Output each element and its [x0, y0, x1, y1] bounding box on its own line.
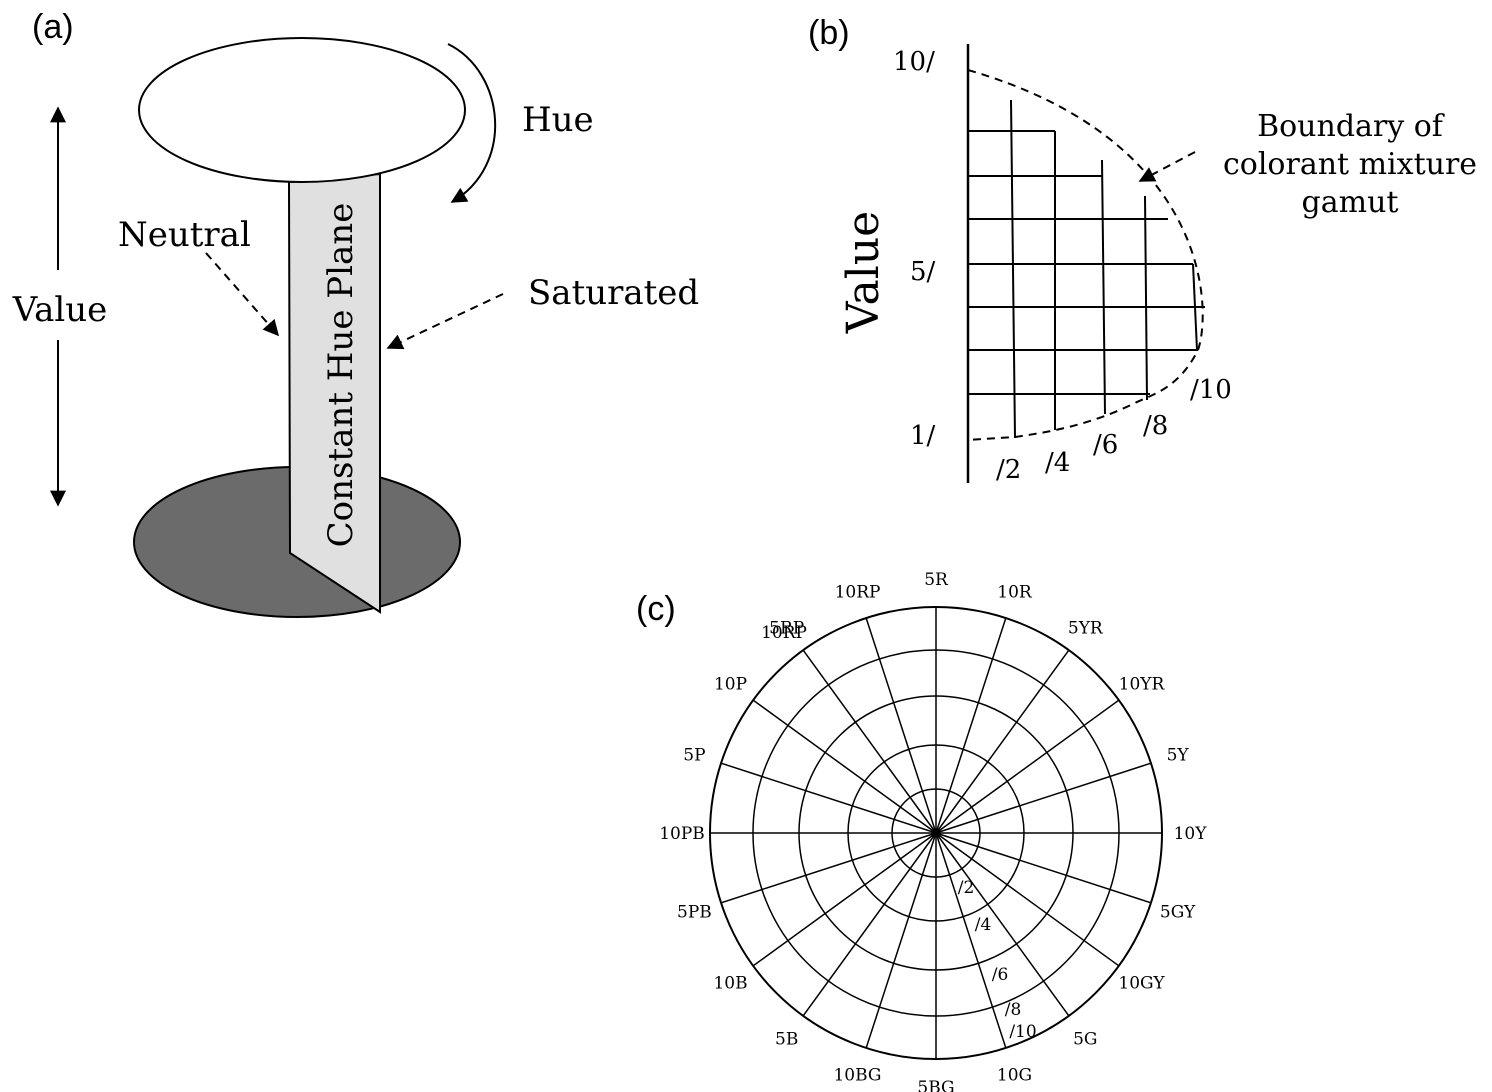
hue-label-10pb: 10PB — [659, 824, 705, 844]
gamut-boundary — [967, 69, 1204, 441]
panel-a-label: (a) — [32, 8, 74, 46]
panel-c-label: (c) — [636, 590, 676, 628]
value-tick-1: 1/ — [910, 421, 936, 451]
value-tick-10: 10/ — [893, 47, 935, 77]
hue-spoke-5g — [935, 832, 1070, 1017]
chroma-tick-10: /10 — [1190, 375, 1232, 405]
chroma-label-4: /4 — [975, 915, 992, 935]
hue-spoke-5b — [802, 832, 937, 1017]
hue-spoke-10b — [752, 832, 937, 967]
hue-spoke-5p — [720, 762, 937, 834]
hue-label-10g: 10G — [997, 1066, 1032, 1086]
hue-label-extra-10rp: 10RP — [761, 623, 807, 643]
hue-label-10y: 10Y — [1174, 824, 1208, 844]
panel-b: (b) Value 10/ 5/ 1/ /2 /4 /6 /8 /10 Boun… — [808, 14, 1477, 485]
hue-spoke-10yr — [935, 699, 1120, 834]
chroma-label-10: /10 — [1009, 1022, 1036, 1042]
chroma-tick-2: /2 — [996, 455, 1021, 485]
chroma-grid — [968, 99, 1205, 439]
hue-label-10r: 10R — [997, 582, 1033, 602]
boundary-label-line-3: gamut — [1302, 185, 1399, 220]
chroma-tick-8: /8 — [1143, 411, 1168, 441]
chroma-label-8: /8 — [1005, 1000, 1022, 1020]
hue-label-5pb: 5PB — [677, 903, 712, 923]
hue-label-5r: 5R — [924, 570, 949, 590]
value-axis-label: Value — [838, 211, 889, 334]
hue-label: Hue — [522, 100, 594, 140]
neutral-label: Neutral — [118, 215, 251, 255]
hue-label-5rp: 5RP — [769, 619, 804, 639]
hue-arrow — [447, 43, 496, 203]
hue-label-5p: 5P — [683, 746, 705, 766]
chroma-labels: /2/4/6/8/10 — [958, 878, 1037, 1042]
value-tick-5: 5/ — [910, 257, 936, 287]
hue-label-5b: 5B — [775, 1030, 798, 1050]
hue-spoke-5gy — [935, 832, 1152, 904]
saturated-label: Saturated — [528, 273, 699, 313]
plane-label: Constant Hue Plane — [321, 203, 361, 548]
hue-label-10p: 10P — [714, 675, 747, 695]
panel-a: (a) Constant Hue Plane Hue Value Neutral… — [12, 8, 699, 618]
hue-label-5bg: 5BG — [917, 1078, 954, 1092]
hue-spoke-5rp — [802, 649, 937, 834]
hue-label-10bg: 10BG — [833, 1066, 881, 1086]
hue-spoke-10bg — [865, 832, 937, 1049]
chroma-tick-6: /6 — [1093, 430, 1118, 460]
top-ellipse — [138, 37, 466, 183]
hue-labels: 5R 10R 5YR 10YR 5Y 10Y 5GY 10GY 5G 10G 5BG 10BG 5B 10… — [659, 570, 1207, 1092]
hue-label-5y: 5Y — [1167, 746, 1190, 766]
hue-spoke-5pb — [720, 832, 937, 904]
hue-spokes — [710, 607, 1162, 1059]
hue-spoke-10rp — [865, 617, 937, 834]
chroma-tick-4: /4 — [1045, 448, 1070, 478]
saturated-arrow — [386, 293, 504, 350]
hue-label-10gy: 10GY — [1118, 973, 1165, 993]
hue-label-10yr: 10YR — [1119, 675, 1166, 695]
hue-spoke-10p — [752, 699, 937, 834]
hue-label-10rp: 10RP — [835, 582, 881, 602]
hue-spoke-5y — [935, 762, 1152, 834]
panel-b-label: (b) — [808, 14, 850, 52]
chroma-label-2: /2 — [958, 878, 975, 898]
hue-spoke-10r — [935, 617, 1007, 834]
hue-spoke-10gy — [935, 832, 1120, 967]
chroma-label-6: /6 — [992, 965, 1009, 985]
hue-label-10b: 10B — [713, 973, 747, 993]
hue-label-5gy: 5GY — [1160, 903, 1196, 923]
hue-label-5g: 5G — [1073, 1030, 1097, 1050]
boundary-label-line-1: Boundary of — [1257, 109, 1445, 144]
hue-spoke-5yr — [935, 649, 1070, 834]
neutral-arrow — [205, 252, 280, 337]
panel-c: (c) 5R 10R 5YR 10YR 5Y 10Y 5GY 10GY 5G 10G 5BG 10BG… — [636, 570, 1207, 1092]
hue-spoke-10g — [935, 832, 1007, 1049]
hue-label-5yr: 5YR — [1068, 619, 1104, 639]
value-label: Value — [12, 290, 108, 330]
boundary-arrow — [1138, 151, 1196, 182]
boundary-label-line-2: colorant mixture — [1223, 147, 1477, 182]
